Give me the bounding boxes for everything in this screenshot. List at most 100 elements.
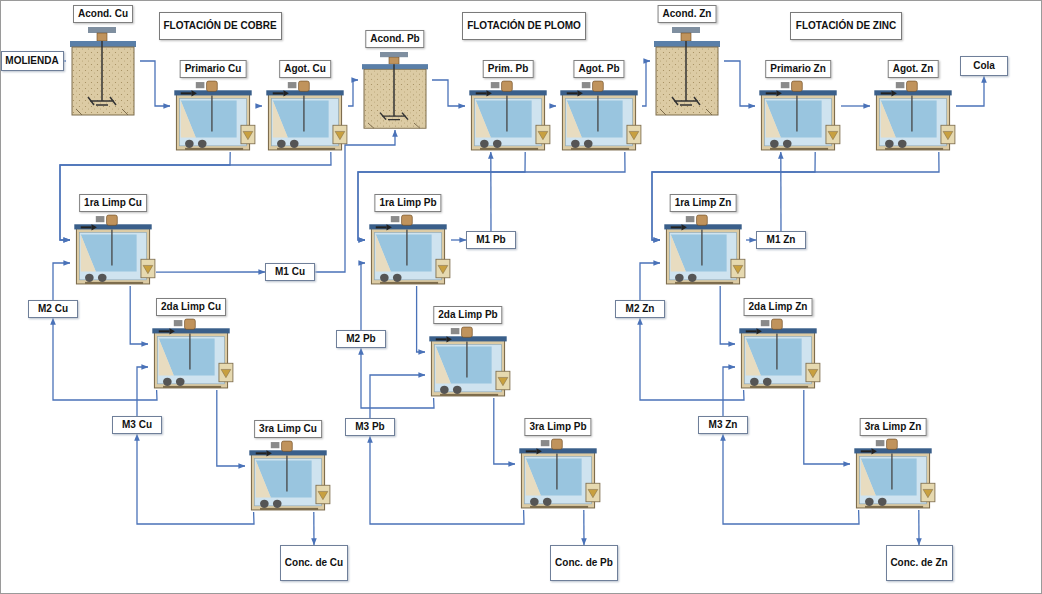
box-label: Conc. de Cu	[285, 557, 343, 569]
conditioner-tank: Acond. Pb	[358, 30, 432, 130]
flotation-cell: 3ra Limp Cu	[245, 420, 331, 512]
box-label: MOLIENDA	[5, 55, 58, 67]
stream-box: M2 Zn	[615, 300, 665, 318]
cell-drawing	[660, 214, 746, 286]
flow-line	[780, 152, 782, 231]
stream-box: MOLIENDA	[1, 51, 64, 71]
conditioner-tank: Acond. Cu	[66, 5, 140, 117]
flow-line	[642, 61, 650, 106]
cell-drawing	[870, 80, 956, 152]
equipment-label: 1ra Limp Zn	[670, 194, 737, 212]
cell-drawing	[556, 80, 642, 152]
equipment-label: Agot. Pb	[573, 60, 624, 78]
section-title: FLOTACIÓN DE COBRE	[159, 12, 282, 40]
stream-box: M1 Zn	[756, 231, 806, 249]
flotation-cell: 3ra Limp Zn	[850, 418, 936, 510]
box-label: M1 Pb	[476, 234, 505, 246]
flotation-cell: 1ra Limp Cu	[70, 194, 156, 286]
flotation-cell: 1ra Limp Pb	[365, 194, 451, 286]
box-label: M1 Zn	[767, 234, 796, 246]
cell-drawing	[245, 440, 331, 512]
flow-line	[551, 105, 556, 106]
cell-drawing	[735, 318, 821, 390]
equipment-label: Primario Cu	[180, 60, 247, 78]
flotation-cell: 1ra Limp Zn	[660, 194, 746, 286]
flow-line	[583, 510, 585, 545]
section-title: FLOTACIÓN DE ZINC	[790, 12, 902, 40]
flow-line	[451, 239, 466, 240]
tank-drawing	[66, 27, 140, 117]
cell-drawing	[755, 80, 841, 152]
conditioner-tank: Acond. Zn	[650, 5, 724, 117]
equipment-label: 1ra Limp Cu	[79, 194, 147, 212]
flow-line	[652, 152, 939, 240]
flow-line	[841, 105, 870, 106]
flow-line	[53, 263, 70, 300]
box-label: Conc. de Zn	[890, 557, 947, 569]
flotation-cell: Agot. Zn	[870, 60, 956, 152]
flow-line	[358, 152, 625, 240]
flotation-cell: Prim. Pb	[465, 60, 551, 152]
box-label: M2 Pb	[346, 333, 375, 345]
flotation-cell: Primario Zn	[755, 60, 841, 152]
flotation-cell: 2da Limp Zn	[735, 298, 821, 390]
flow-line	[417, 286, 425, 352]
cell-drawing	[262, 80, 348, 152]
cell-drawing	[465, 80, 551, 152]
section-title: FLOTACIÓN DE PLOMO	[462, 12, 586, 40]
flow-line	[804, 390, 850, 464]
flow-line	[137, 367, 148, 416]
flow-line	[720, 286, 735, 344]
flow-line	[217, 390, 245, 466]
flow-line	[640, 263, 660, 300]
equipment-label: Agot. Zn	[888, 60, 939, 78]
equipment-label: 3ra Limp Pb	[524, 418, 591, 436]
flow-line	[64, 60, 67, 61]
equipment-label: Agot. Cu	[279, 60, 331, 78]
flow-line	[370, 436, 524, 524]
cell-drawing	[170, 80, 256, 152]
box-label: FLOTACIÓN DE PLOMO	[467, 20, 581, 32]
box-label: FLOTACIÓN DE ZINC	[796, 20, 896, 32]
stream-box: M1 Pb	[466, 231, 516, 249]
box-label: M3 Zn	[709, 419, 738, 431]
flow-line	[652, 152, 815, 240]
cell-drawing	[70, 214, 156, 286]
tank-drawing	[650, 27, 724, 117]
flow-line	[348, 80, 358, 106]
flow-line	[358, 152, 525, 240]
flotation-cell: 3ra Limp Pb	[515, 418, 601, 510]
flow-line	[723, 434, 859, 524]
flow-line	[723, 367, 735, 416]
flow-line	[370, 375, 425, 418]
box-label: Cola	[973, 60, 995, 72]
box-label: M1 Cu	[275, 266, 305, 278]
stream-box: M2 Cu	[28, 300, 78, 318]
stream-box: Conc. de Pb	[550, 545, 618, 581]
stream-box: Conc. de Cu	[280, 545, 348, 581]
flotation-cell: 2da Limp Pb	[425, 306, 511, 398]
box-label: M2 Cu	[38, 303, 68, 315]
cell-drawing	[850, 438, 936, 510]
equipment-label: Acond. Pb	[365, 30, 424, 48]
flow-line	[361, 263, 365, 330]
cell-drawing	[365, 214, 451, 286]
flotation-cell: 2da Limp Cu	[148, 298, 234, 390]
flow-line	[140, 61, 170, 106]
box-label: M3 Pb	[355, 421, 384, 433]
equipment-label: 2da Limp Cu	[156, 298, 226, 316]
flow-line	[640, 318, 744, 400]
cell-drawing	[515, 438, 601, 510]
stream-box: Conc. de Zn	[886, 545, 953, 581]
stream-box: M2 Pb	[336, 330, 386, 348]
stream-box: Cola	[960, 56, 1008, 76]
flow-line	[956, 76, 984, 106]
flow-line	[137, 434, 254, 524]
equipment-label: 1ra Limp Pb	[374, 194, 441, 212]
flow-line	[60, 152, 331, 240]
cell-drawing	[425, 326, 511, 398]
equipment-label: Acond. Cu	[73, 5, 133, 23]
flow-line	[724, 61, 755, 106]
equipment-label: Prim. Pb	[483, 60, 534, 78]
